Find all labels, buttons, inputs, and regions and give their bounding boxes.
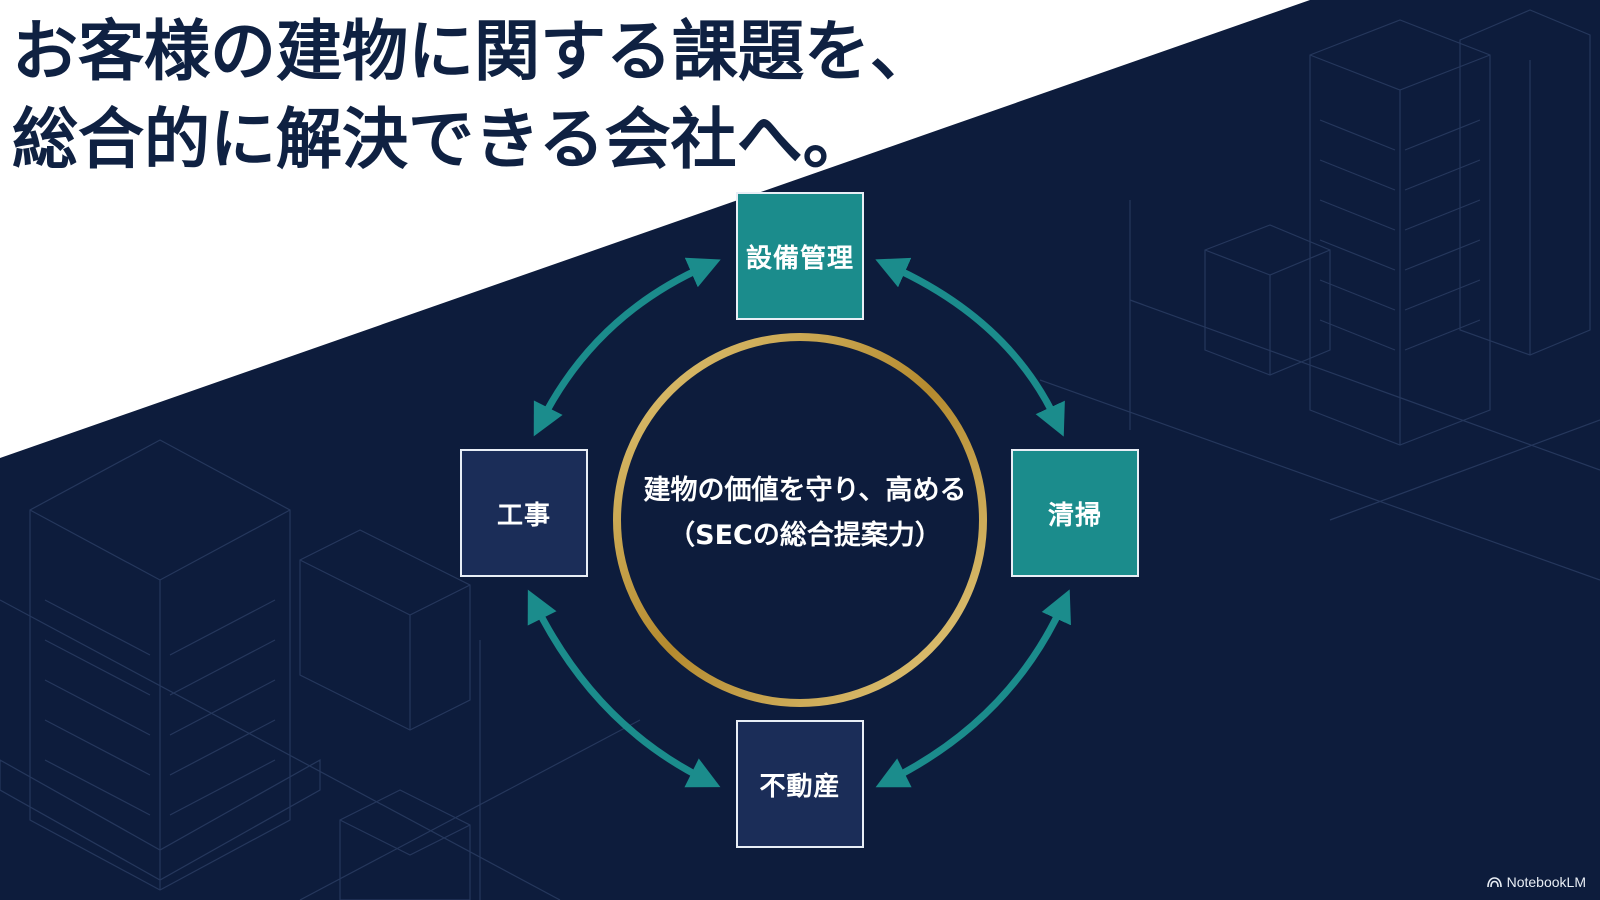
notebooklm-logo-icon: [1486, 877, 1502, 888]
arrow-bottom-right: [875, 589, 1071, 788]
center-message-line-2: （SECの総合提案力）: [668, 520, 942, 551]
node-real-estate: 不動産: [736, 720, 864, 848]
headline-line-2: 総合的に解決できる会社へ。: [12, 101, 869, 178]
arrow-top-left: [533, 257, 721, 437]
node-cleaning: 清掃: [1011, 449, 1139, 577]
arrow-top-right: [875, 257, 1065, 437]
headline-line-1: お客様の建物に関する課題を、: [12, 13, 936, 90]
building-outlines: [0, 9, 1600, 900]
arrow-bottom-left: [527, 589, 721, 788]
node-construction: 工事: [460, 449, 588, 577]
center-ring: [613, 333, 987, 707]
node-facility-management: 設備管理: [736, 192, 864, 320]
headline: お客様の建物に関する課題を、 総合的に解決できる会社へ。: [12, 8, 936, 184]
center-message: 建物の価値を守り、高める （SECの総合提案力）: [610, 468, 1000, 558]
center-message-line-1: 建物の価値を守り、高める: [643, 475, 967, 506]
notebooklm-watermark: NotebookLM: [1486, 874, 1586, 890]
brand-label: NotebookLM: [1506, 874, 1586, 890]
